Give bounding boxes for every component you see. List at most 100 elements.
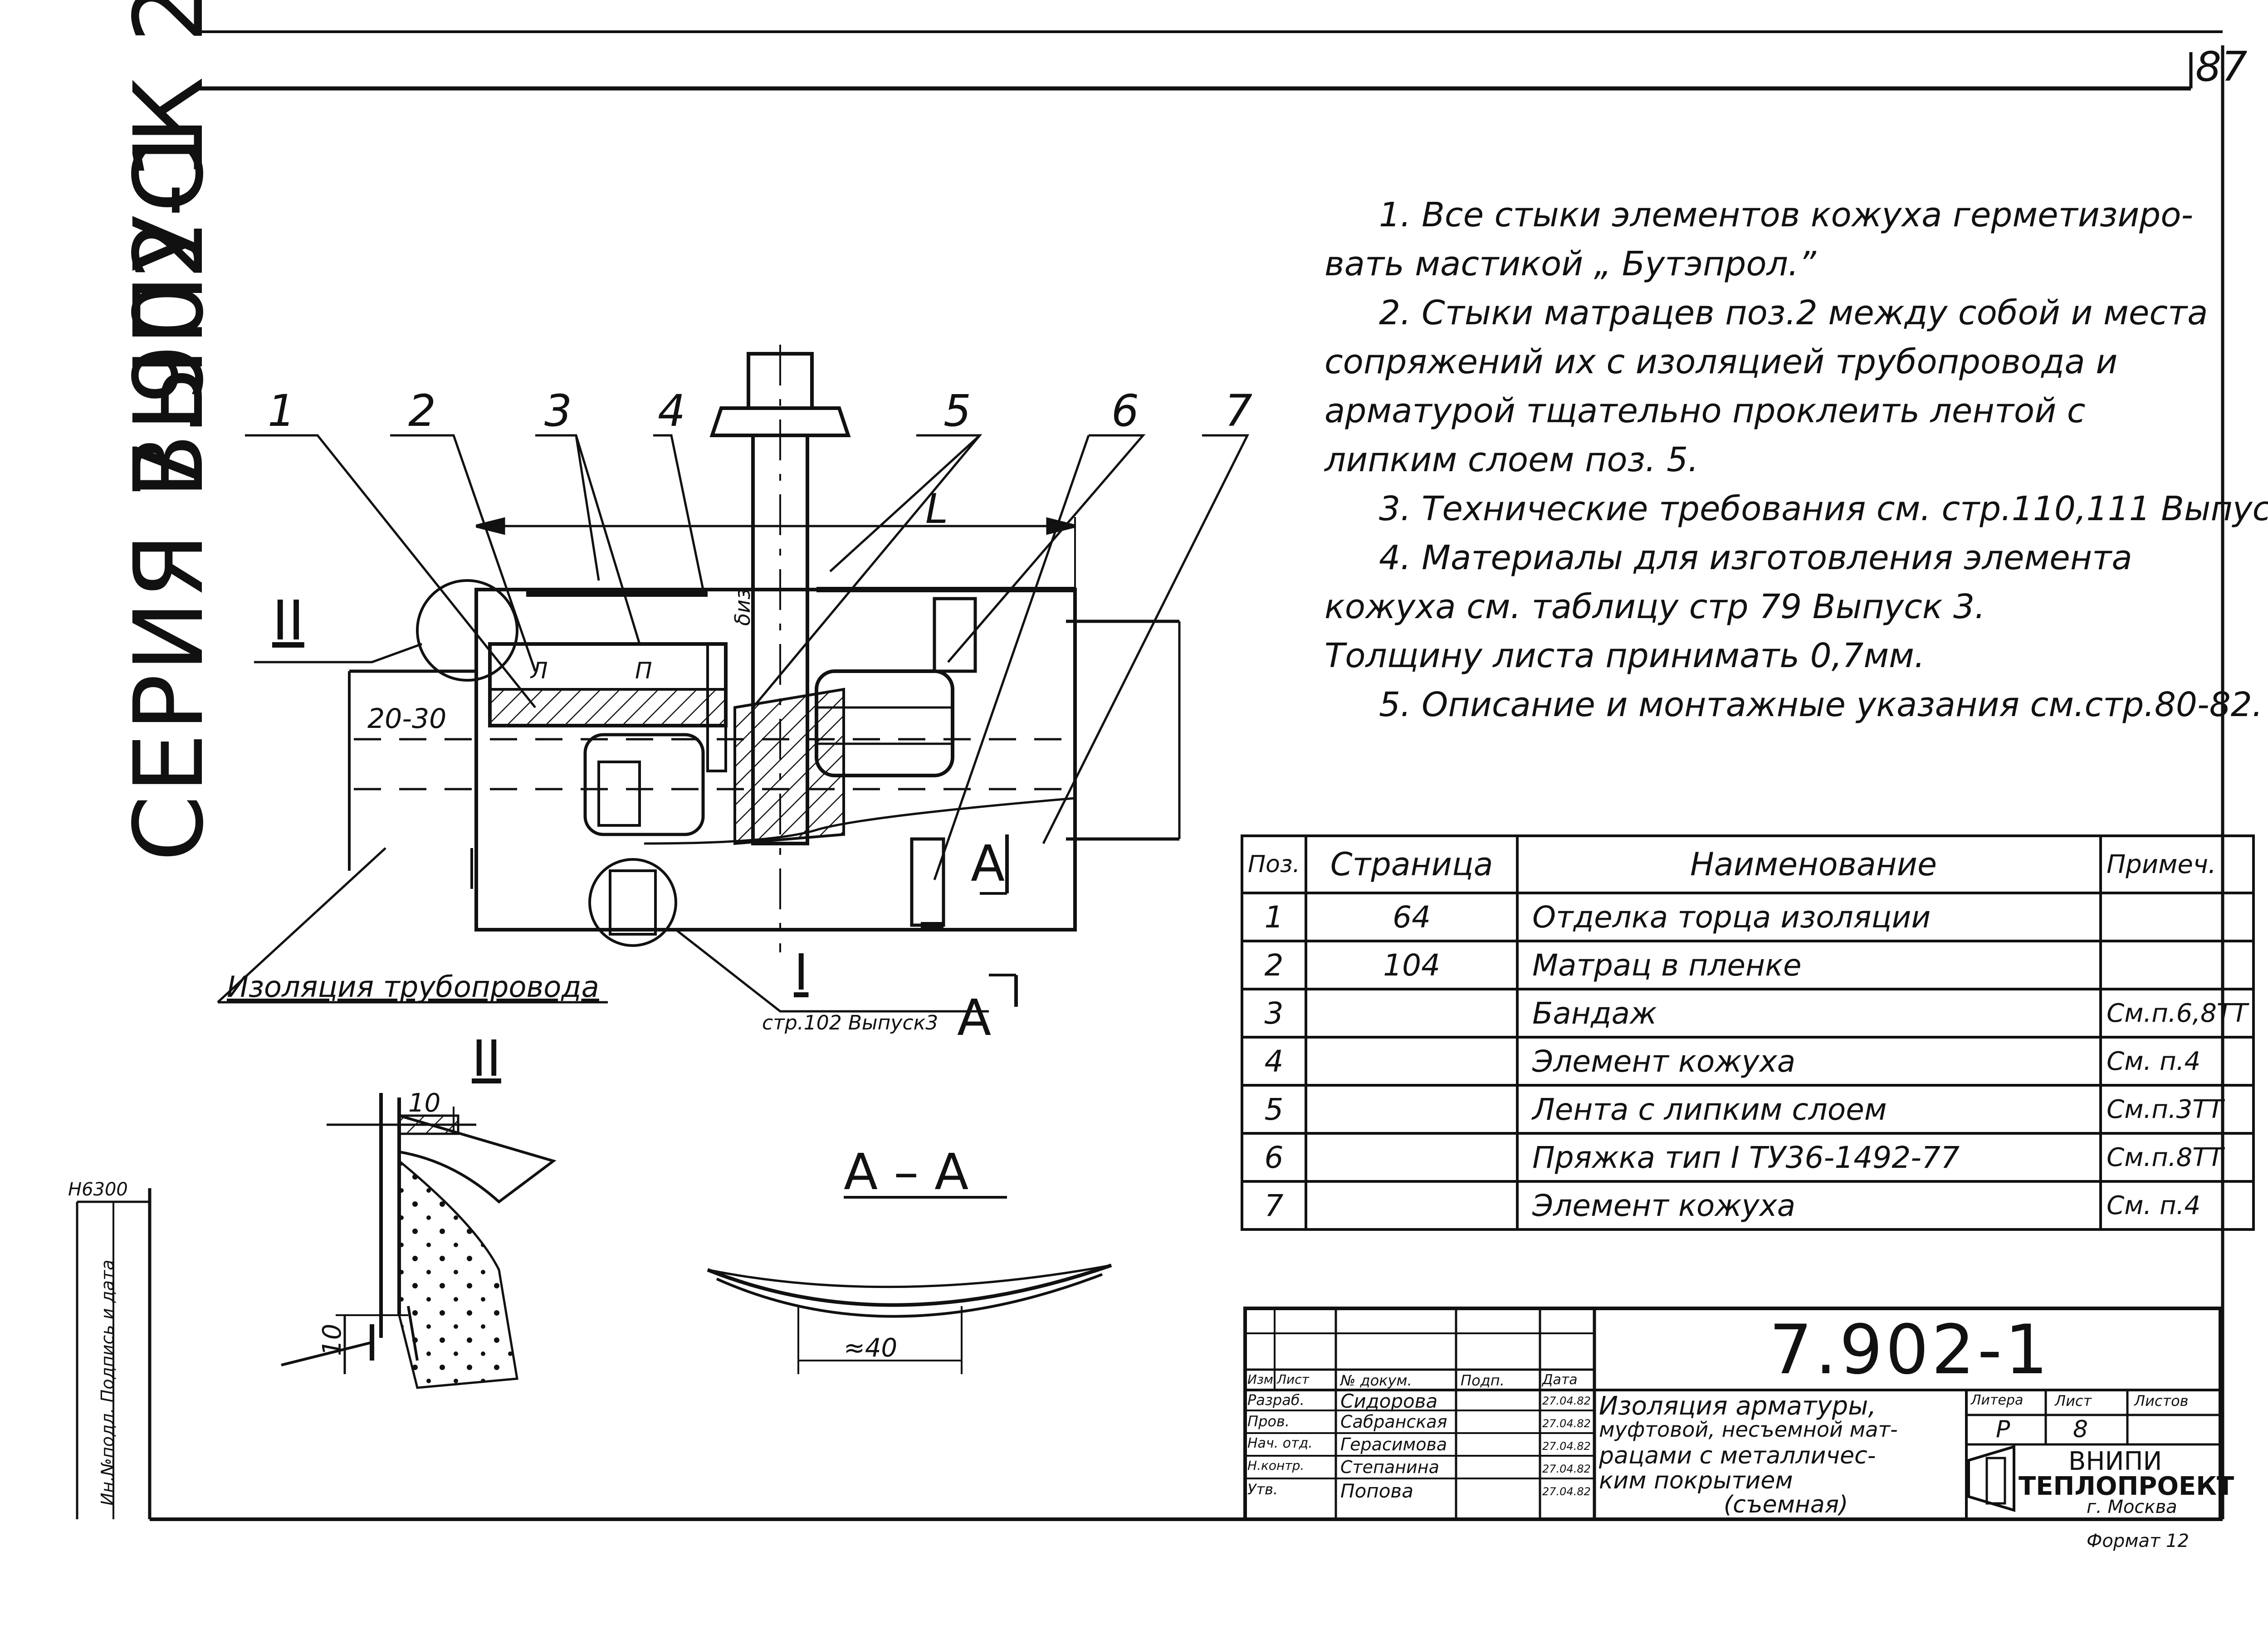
tb-header-doc: № докум. bbox=[1340, 1372, 1412, 1389]
spec-cell: См. п.4 bbox=[2099, 1180, 2255, 1231]
tb-name: Попова bbox=[1340, 1480, 1413, 1502]
note-line: 2. Стыки матрацев поз.2 между собой и ме… bbox=[1379, 293, 2208, 332]
technical-notes: 1. Все стыки элементов кожуха герметизир… bbox=[1325, 190, 2268, 729]
tb-litera-label: Литера bbox=[1971, 1392, 2024, 1408]
drawing-title-line: Изоляция арматуры, bbox=[1599, 1391, 1877, 1421]
note-line: сопряжений их с изоляцией трубопровода и bbox=[1325, 342, 2118, 381]
insulation-thickness-label: δиз bbox=[730, 588, 755, 626]
tb-role: Нач. отд. bbox=[1247, 1435, 1313, 1451]
position-label-3: 3 bbox=[544, 385, 572, 436]
tb-date: 27.04.82 bbox=[1542, 1440, 1591, 1453]
tb-role: Разраб. bbox=[1247, 1391, 1305, 1409]
org-name: ВНИПИ bbox=[2068, 1447, 2162, 1476]
inventory-number: Н6300 bbox=[68, 1179, 128, 1200]
table-row: 6 Пряжка тип I ТУ36-1492-77 См.п.8ТТ bbox=[1240, 1132, 2255, 1183]
tb-role: Н.контр. bbox=[1247, 1458, 1305, 1473]
tb-role: Пров. bbox=[1247, 1413, 1290, 1430]
pipe-insulation-label: Изоляция трубопровода bbox=[227, 971, 599, 1004]
spec-cell: 4 bbox=[1240, 1036, 1308, 1087]
spec-cell: См.п.8ТТ bbox=[2099, 1132, 2255, 1183]
note-line: липким слоем поз. 5. bbox=[1325, 440, 1699, 479]
spec-cell: См. п.4 bbox=[2099, 1036, 2255, 1087]
spec-cell: 2 bbox=[1240, 940, 1308, 990]
page-number: 87 bbox=[2195, 43, 2248, 91]
table-row: 2 104 Матрац в пленке bbox=[1240, 940, 2255, 990]
spec-cell: 3 bbox=[1240, 988, 1308, 1039]
section-A-marker-top: А bbox=[971, 834, 1005, 893]
table-row: 3 Бандаж См.п.6,8ТТ bbox=[1240, 988, 2255, 1039]
tb-sheets-label: Листов bbox=[2134, 1392, 2189, 1410]
spec-header-page: Страница bbox=[1305, 834, 1519, 894]
section-AA-title: А – А bbox=[844, 1143, 969, 1201]
spec-cell bbox=[1305, 1036, 1519, 1087]
spec-cell bbox=[1305, 1084, 1519, 1135]
issue-spine: ВЫПУСК 2 bbox=[113, 0, 225, 499]
mattress-label-lambda: Л bbox=[531, 658, 548, 684]
tb-header-izm: Изм. bbox=[1247, 1372, 1277, 1387]
mattress-label-pi: П bbox=[635, 658, 652, 684]
drawing-frame bbox=[76, 30, 2224, 1521]
dimension-L: L bbox=[925, 485, 948, 533]
spec-header-pos: Поз. bbox=[1240, 834, 1308, 894]
spec-cell: 104 bbox=[1305, 940, 1519, 990]
table-row: 1 64 Отделка торца изоляции bbox=[1240, 892, 2255, 942]
specification-table: Поз. Страница Наименование Примеч. 1 64 … bbox=[1240, 834, 2255, 1231]
note-line: 4. Материалы для изготовления элемента bbox=[1379, 538, 2132, 577]
main-assembly-view bbox=[217, 345, 1250, 1013]
note-line: 3. Технические требования см. стр.110,11… bbox=[1379, 489, 2268, 528]
spec-cell: 6 bbox=[1240, 1132, 1308, 1183]
spec-header-name: Наименование bbox=[1516, 834, 2102, 894]
note-line: Толщину листа принимать 0,7мм. bbox=[1325, 636, 1925, 675]
spec-cell: Матрац в пленке bbox=[1516, 940, 2102, 990]
spec-cell: 7 bbox=[1240, 1180, 1308, 1231]
tb-date: 27.04.82 bbox=[1542, 1417, 1591, 1430]
spec-header-note: Примеч. bbox=[2099, 834, 2255, 894]
spec-cell: Пряжка тип I ТУ36-1492-77 bbox=[1516, 1132, 2102, 1183]
spec-cell: См.п.6,8ТТ bbox=[2099, 988, 2255, 1039]
tb-sheet-label: Лист bbox=[2055, 1392, 2092, 1410]
tb-date: 27.04.82 bbox=[1542, 1463, 1591, 1475]
position-label-2: 2 bbox=[408, 385, 436, 436]
tb-name: Сидорова bbox=[1340, 1390, 1438, 1412]
tb-header-list: Лист bbox=[1277, 1372, 1309, 1387]
drawing-title-line: рацами с металличес- bbox=[1599, 1442, 1876, 1469]
note-line: 5. Описание и монтажные указания см.стр.… bbox=[1379, 685, 2263, 724]
spec-cell: Бандаж bbox=[1516, 988, 2102, 1039]
note-line: 1. Все стыки элементов кожуха герметизир… bbox=[1379, 195, 2194, 234]
note-line: арматурой тщательно проклеить лентой с bbox=[1325, 391, 2086, 430]
spec-cell: Элемент кожуха bbox=[1516, 1036, 2102, 1087]
drawing-title-line: ким покрытием bbox=[1599, 1467, 1793, 1494]
position-label-1: 1 bbox=[268, 385, 296, 436]
spec-cell bbox=[1305, 1180, 1519, 1231]
spec-cell: См.п.3ТТ bbox=[2099, 1084, 2255, 1135]
detail-II bbox=[281, 1093, 557, 1389]
note-line: кожуха см. таблицу стр 79 Выпуск 3. bbox=[1325, 587, 1985, 626]
tb-header-date: Дата bbox=[1542, 1372, 1578, 1388]
tb-name: Герасимова bbox=[1340, 1434, 1447, 1454]
spec-cell: 5 bbox=[1240, 1084, 1308, 1135]
detail-II-dimension-top: 10 bbox=[408, 1088, 441, 1118]
spec-cell: 64 bbox=[1305, 892, 1519, 942]
issue-label: ВЫПУСК 2 bbox=[113, 0, 225, 499]
document-number: 7.902-1 bbox=[1769, 1311, 2051, 1390]
spec-cell: Лента с липким слоем bbox=[1516, 1084, 2102, 1135]
inventory-stamp: Ин.№подл. Подпись и дата bbox=[98, 1259, 117, 1506]
view-I-marker: I bbox=[794, 943, 809, 1001]
spec-cell: Элемент кожуха bbox=[1516, 1180, 2102, 1231]
drawing-title-line: муфтовой, несъемной мат- bbox=[1599, 1417, 1898, 1442]
tb-name: Степанина bbox=[1340, 1457, 1439, 1477]
org-city: г. Москва bbox=[2087, 1497, 2177, 1517]
org-name-2: ТЕПЛОПРОЕКТ bbox=[2019, 1472, 2234, 1501]
dimension-20-30: 20-30 bbox=[367, 703, 447, 735]
reference-page-label: стр.102 Выпуск3 bbox=[762, 1011, 938, 1034]
position-label-7: 7 bbox=[1225, 385, 1253, 436]
table-row: 7 Элемент кожуха См. п.4 bbox=[1240, 1180, 2255, 1231]
spec-cell bbox=[1305, 988, 1519, 1039]
tb-header-sign: Подп. bbox=[1461, 1372, 1505, 1389]
spec-cell: 1 bbox=[1240, 892, 1308, 942]
title-block-grid bbox=[1243, 1307, 2222, 1521]
table-row: 5 Лента с липким слоем См.п.3ТТ bbox=[1240, 1084, 2255, 1135]
section-AA-dimension: ≈40 bbox=[844, 1333, 898, 1363]
tb-litera-value: Р bbox=[1996, 1416, 2010, 1443]
position-label-4: 4 bbox=[658, 385, 686, 436]
